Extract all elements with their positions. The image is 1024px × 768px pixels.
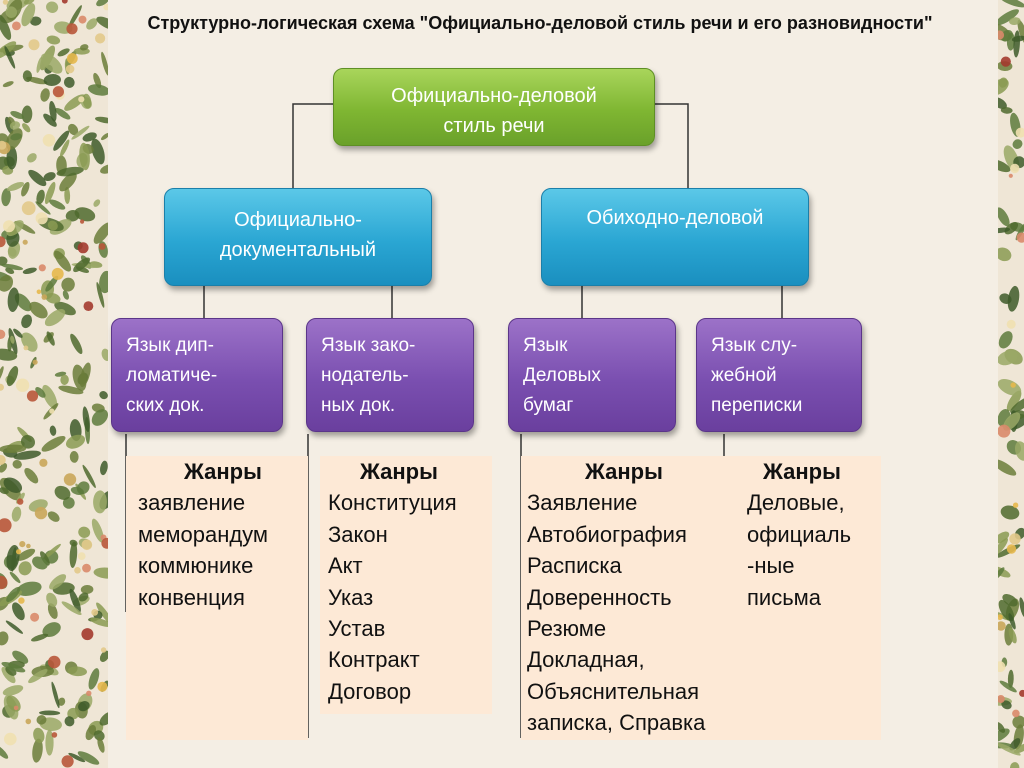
genre-item: Доверенность <box>527 584 672 610</box>
genre-item: Указ <box>328 584 374 610</box>
branch-2-line-1: Обиходно-деловой <box>586 207 764 229</box>
genre-item: Акт <box>328 553 363 579</box>
root-node: Официально-деловой стиль речи <box>333 68 655 146</box>
leaf-2-line-2: нодатель- <box>321 365 409 386</box>
leaf-3-line-1: Язык <box>523 335 568 356</box>
genre-item: Расписка <box>527 553 622 579</box>
leaf-3-line-3: бумаг <box>523 395 574 416</box>
genre-item: заявление <box>138 490 246 516</box>
leaf-1-line-2: ломатиче- <box>126 365 218 386</box>
branch-everyday-business: Обиходно-деловой <box>541 188 809 286</box>
leaf-2-line-3: ных док. <box>321 395 396 416</box>
leaf-1-line-3: ских док. <box>126 395 205 416</box>
leaf-4-line-2: жебной <box>711 365 777 386</box>
genre-item: Резюме <box>527 616 607 642</box>
genre-item: письма <box>747 584 822 610</box>
leaf-3-line-2: Деловых <box>523 365 601 386</box>
genre-item: официаль <box>747 521 852 547</box>
leaf-diplomatic-docs: Язык дип- ломатиче- ских док. <box>111 318 283 432</box>
leaf-business-papers: Язык Деловых бумаг <box>508 318 676 432</box>
genre-item: меморандум <box>138 521 269 547</box>
genre-item: Деловые, <box>747 490 845 516</box>
genre-item: Устав <box>328 616 386 642</box>
leaf-1-line-1: Язык дип- <box>126 335 214 356</box>
genre-item: Контракт <box>328 647 420 673</box>
genre-item: конвенция <box>138 584 245 610</box>
branch-official-documentary: Официально- документальный <box>164 188 432 286</box>
branch-1-line-2: документальный <box>219 239 377 261</box>
floral-border-left <box>0 0 108 768</box>
genre-item: коммюнике <box>138 553 254 579</box>
leaf-legislative-docs: Язык зако- нодатель- ных док. <box>306 318 474 432</box>
genre-1-heading: Жанры <box>184 459 262 484</box>
genre-list-correspondence: Жанры Деловые, официаль -ные письма <box>741 456 881 740</box>
leaf-official-correspondence: Язык слу- жебной переписки <box>696 318 862 432</box>
genre-list-business-papers: Жанры Заявление Автобиография Расписка Д… <box>521 456 741 740</box>
genre-item: Докладная, <box>527 647 645 673</box>
genre-item: Закон <box>328 521 388 547</box>
genre-item: записка, Справка <box>527 710 706 736</box>
leaf-4-line-1: Язык слу- <box>711 335 798 356</box>
root-line-2: стиль речи <box>443 115 545 137</box>
genre-item: Автобиография <box>527 521 687 547</box>
genre-list-diplomatic: Жанры заявление меморандум коммюнике кон… <box>126 456 308 740</box>
genre-item: Конституция <box>328 490 457 516</box>
connector-root-left <box>292 103 333 188</box>
leaf-4-line-3: переписки <box>711 395 803 416</box>
genre-item: -ные <box>747 553 795 579</box>
connector-root-right <box>655 103 689 188</box>
branch-1-line-1: Официально- <box>234 209 362 231</box>
genre-item: Заявление <box>527 490 638 516</box>
genre-4-heading: Жанры <box>763 459 841 484</box>
genre-item: Договор <box>328 678 412 704</box>
genre-2-heading: Жанры <box>360 459 438 484</box>
leaf-2-line-1: Язык зако- <box>321 335 416 356</box>
root-line-1: Официально-деловой <box>391 85 597 107</box>
diagram-title: Структурно-логическая схема "Официально-… <box>147 13 933 33</box>
genre-3-heading: Жанры <box>585 459 663 484</box>
genre-list-legislative: Жанры Конституция Закон Акт Указ Устав К… <box>320 456 492 714</box>
floral-border-right <box>998 0 1024 768</box>
genre-item: Объяснительная <box>527 678 700 704</box>
